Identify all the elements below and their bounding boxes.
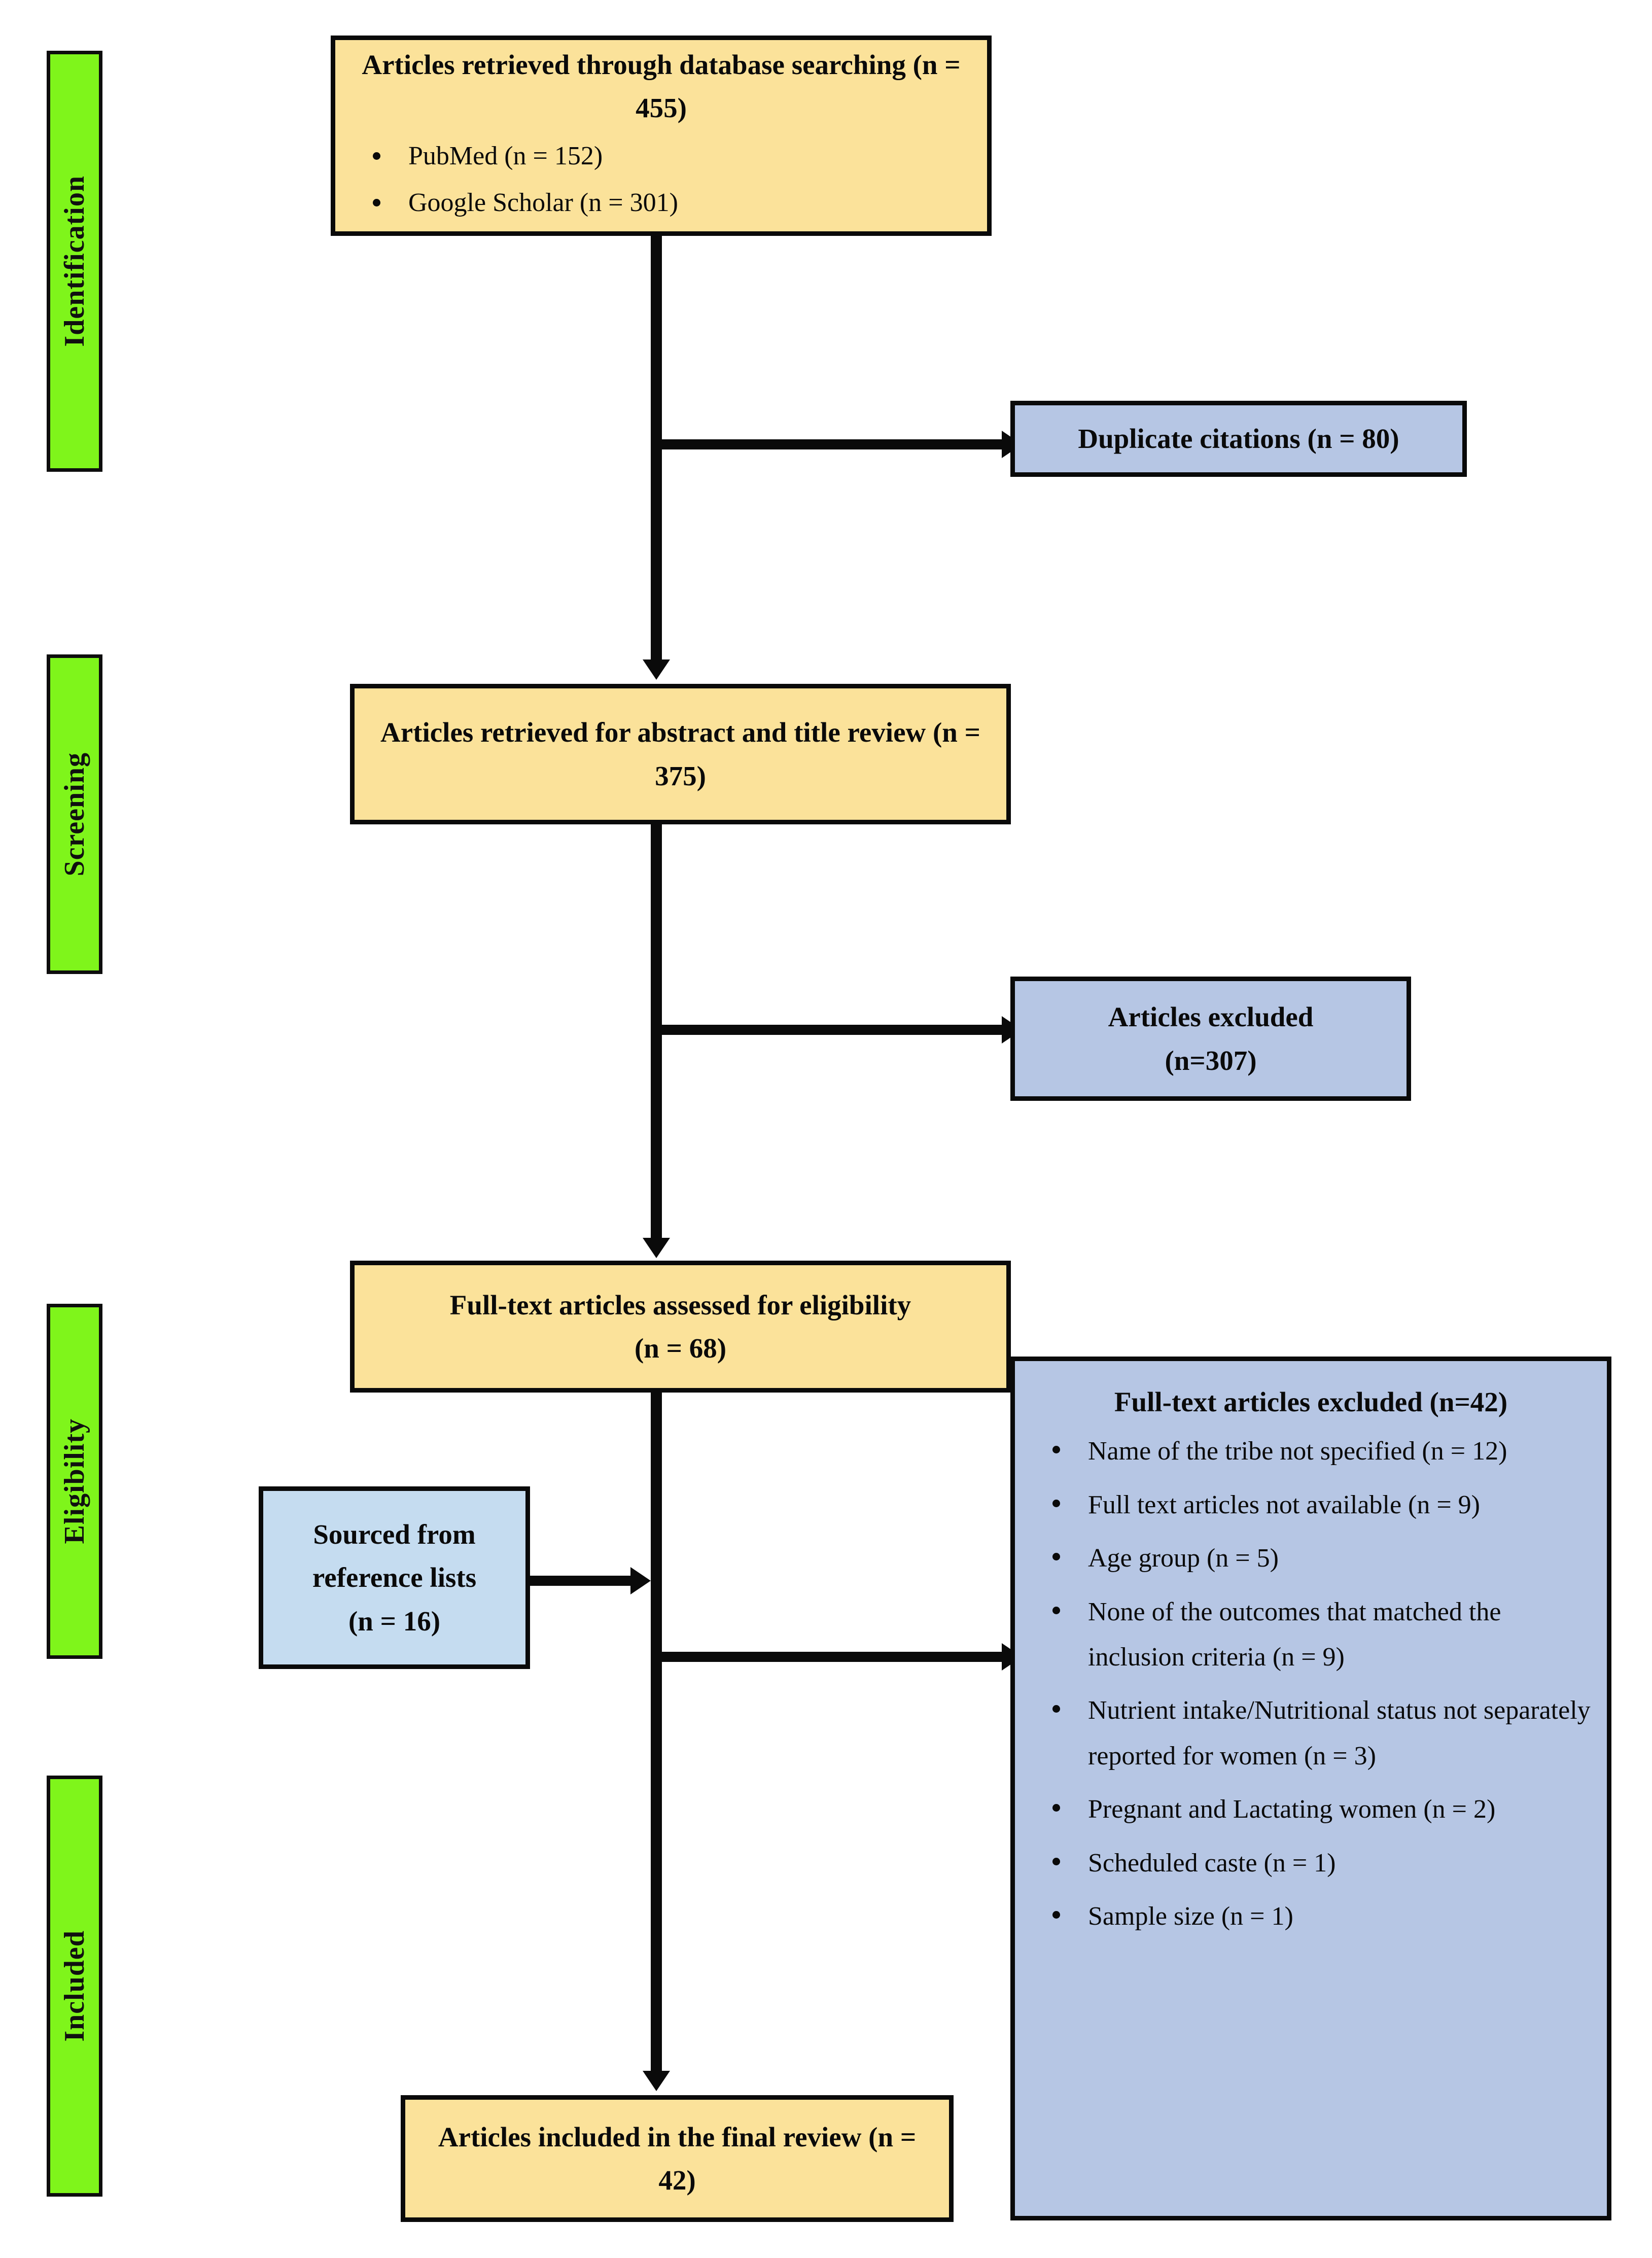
box-reference-lists: Sourced from reference lists (n = 16) bbox=[259, 1486, 530, 1669]
stage-bar-identification: Identification bbox=[47, 51, 102, 472]
stage-label-included: Included bbox=[59, 1930, 90, 2042]
connector-eligibility-to-included bbox=[651, 1393, 662, 2075]
box-duplicates-removed: Duplicate citations (n = 80) bbox=[1010, 401, 1467, 477]
box-fulltext-excluded: Full-text articles excluded (n=42) Name … bbox=[1010, 1357, 1611, 2220]
duplicates-removed-title: Duplicate citations (n = 80) bbox=[1078, 423, 1399, 455]
list-item: Pregnant and Lactating women (n = 2) bbox=[1052, 1787, 1595, 1832]
list-item: Sample size (n = 1) bbox=[1052, 1894, 1595, 1939]
stage-bar-screening: Screening bbox=[47, 654, 102, 974]
arrowhead-to-included-box bbox=[643, 2071, 670, 2091]
list-item: Age group (n = 5) bbox=[1052, 1536, 1595, 1581]
arrowhead-to-eligibility-box bbox=[643, 1238, 670, 1258]
stage-label-eligibility: Eligibility bbox=[59, 1418, 90, 1544]
connector-to-records-excluded bbox=[651, 1025, 1006, 1035]
arrowhead-reference-lists-to-trunk bbox=[630, 1567, 651, 1594]
reference-lists-line-2: reference lists bbox=[312, 1562, 477, 1593]
fulltext-excluded-title: Full-text articles excluded (n=42) bbox=[1114, 1386, 1508, 1417]
studies-included-title: Articles included in the final review (n… bbox=[438, 2121, 917, 2196]
box-studies-included: Articles included in the final review (n… bbox=[401, 2095, 954, 2222]
connector-to-duplicates bbox=[651, 439, 1006, 449]
list-item: Name of the tribe not specified (n = 12) bbox=[1052, 1429, 1595, 1474]
connector-reference-lists-to-trunk bbox=[530, 1576, 631, 1586]
stage-bar-eligibility: Eligibility bbox=[47, 1304, 102, 1659]
connector-to-fulltext-excluded bbox=[651, 1652, 1006, 1662]
stage-bar-included: Included bbox=[47, 1776, 102, 2197]
list-item: Nutrient intake/Nutritional status not s… bbox=[1052, 1688, 1595, 1779]
list-item: Full text articles not available (n = 9) bbox=[1052, 1482, 1595, 1527]
records-identified-source-list: PubMed (n = 152) Google Scholar (n = 301… bbox=[335, 135, 987, 228]
list-item: Scheduled caste (n = 1) bbox=[1052, 1840, 1595, 1886]
records-screened-title: Articles retrieved for abstract and titl… bbox=[380, 717, 980, 791]
reference-lists-line-3: (n = 16) bbox=[348, 1605, 441, 1637]
fulltext-excluded-reason-list: Name of the tribe not specified (n = 12)… bbox=[1015, 1429, 1607, 1947]
stage-label-identification: Identification bbox=[59, 176, 90, 347]
records-excluded-count: (n=307) bbox=[1165, 1045, 1257, 1076]
records-excluded-title: Articles excluded bbox=[1108, 1001, 1314, 1033]
box-records-excluded: Articles excluded (n=307) bbox=[1010, 977, 1411, 1101]
box-fulltext-assessed: Full-text articles assessed for eligibil… bbox=[350, 1261, 1011, 1393]
records-identified-title: Articles retrieved through database sear… bbox=[362, 49, 961, 124]
box-records-identified: Articles retrieved through database sear… bbox=[331, 36, 992, 236]
list-item: Google Scholar (n = 301) bbox=[373, 182, 975, 224]
fulltext-assessed-title: Full-text articles assessed for eligibil… bbox=[449, 1289, 911, 1321]
list-item: PubMed (n = 152) bbox=[373, 135, 975, 178]
box-records-screened: Articles retrieved for abstract and titl… bbox=[350, 684, 1011, 824]
arrowhead-to-screening-box bbox=[643, 659, 670, 680]
reference-lists-line-1: Sourced from bbox=[313, 1519, 476, 1550]
list-item: None of the outcomes that matched the in… bbox=[1052, 1589, 1595, 1680]
stage-label-screening: Screening bbox=[59, 752, 90, 877]
fulltext-assessed-count: (n = 68) bbox=[634, 1333, 727, 1364]
